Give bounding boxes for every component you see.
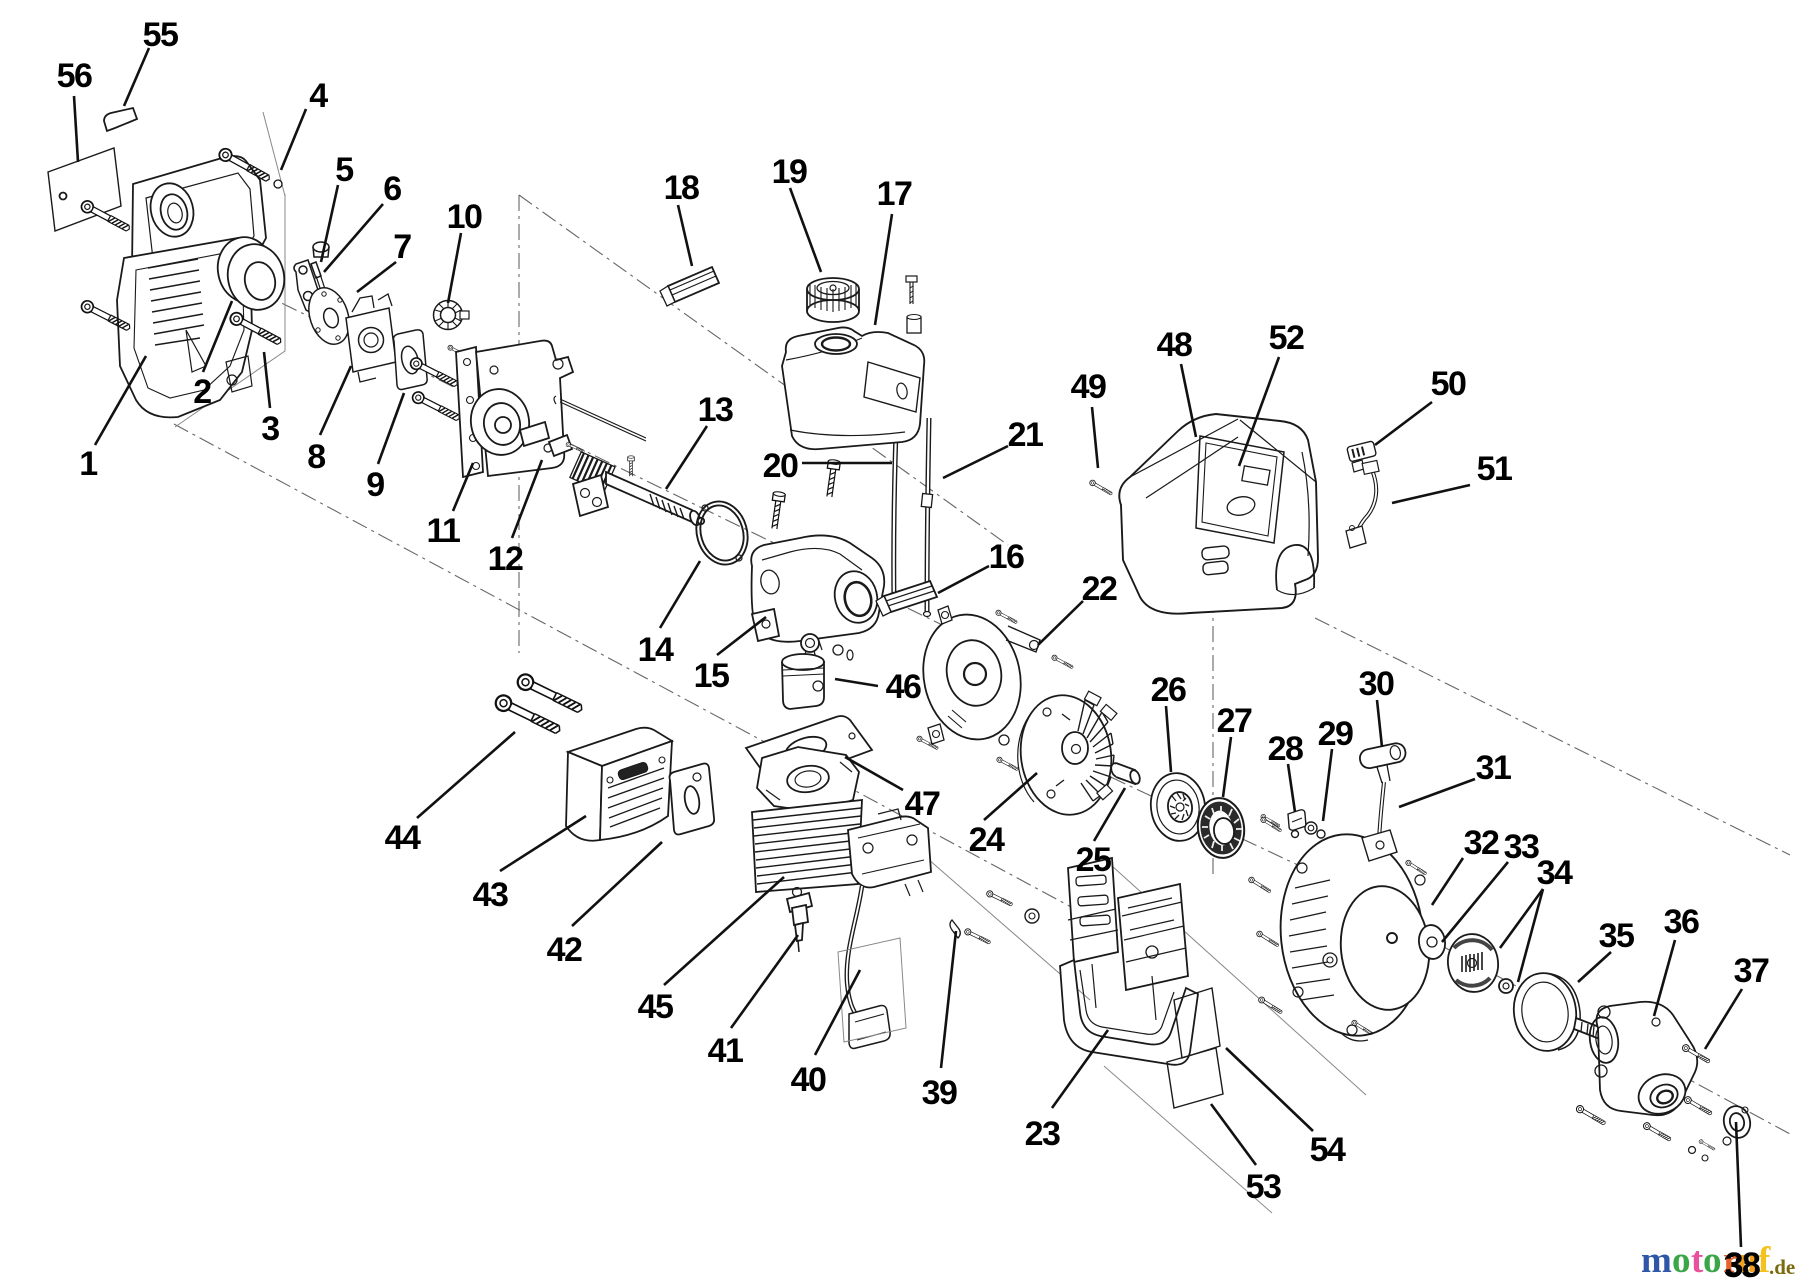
svg-text:14: 14 bbox=[638, 631, 674, 669]
svg-text:o: o bbox=[1672, 1240, 1691, 1281]
svg-text:21: 21 bbox=[1008, 416, 1043, 454]
svg-text:42: 42 bbox=[547, 931, 582, 969]
svg-text:28: 28 bbox=[1268, 730, 1303, 768]
svg-text:52: 52 bbox=[1269, 319, 1304, 357]
svg-text:48: 48 bbox=[1157, 326, 1192, 364]
svg-text:11: 11 bbox=[427, 512, 461, 550]
svg-text:49: 49 bbox=[1071, 368, 1106, 406]
svg-text:12: 12 bbox=[488, 540, 523, 578]
svg-text:8: 8 bbox=[307, 438, 325, 476]
svg-text:35: 35 bbox=[1599, 917, 1634, 955]
svg-text:1: 1 bbox=[79, 445, 97, 483]
svg-text:.de: .de bbox=[1769, 1255, 1795, 1279]
svg-text:24: 24 bbox=[969, 821, 1005, 859]
svg-text:f: f bbox=[1758, 1240, 1771, 1281]
svg-text:15: 15 bbox=[694, 657, 729, 695]
svg-text:23: 23 bbox=[1025, 1115, 1060, 1153]
svg-text:19: 19 bbox=[772, 153, 807, 191]
svg-text:34: 34 bbox=[1537, 854, 1573, 892]
svg-text:25: 25 bbox=[1076, 841, 1111, 879]
svg-text:3: 3 bbox=[261, 410, 279, 448]
svg-text:46: 46 bbox=[886, 668, 921, 706]
svg-text:50: 50 bbox=[1431, 365, 1466, 403]
svg-text:47: 47 bbox=[905, 785, 940, 823]
svg-text:26: 26 bbox=[1151, 671, 1186, 709]
svg-text:18: 18 bbox=[664, 169, 699, 207]
svg-text:10: 10 bbox=[447, 198, 482, 236]
svg-text:t: t bbox=[1691, 1240, 1704, 1281]
svg-text:u: u bbox=[1737, 1240, 1758, 1281]
svg-text:43: 43 bbox=[473, 876, 508, 914]
svg-text:29: 29 bbox=[1318, 715, 1353, 753]
svg-text:2: 2 bbox=[193, 373, 211, 411]
svg-text:44: 44 bbox=[385, 819, 421, 857]
svg-text:54: 54 bbox=[1310, 1131, 1346, 1169]
svg-text:30: 30 bbox=[1359, 665, 1394, 703]
svg-text:40: 40 bbox=[791, 1061, 826, 1099]
svg-text:16: 16 bbox=[989, 538, 1024, 576]
svg-text:53: 53 bbox=[1246, 1168, 1281, 1206]
svg-text:o: o bbox=[1703, 1240, 1722, 1281]
svg-text:38: 38 bbox=[1724, 1247, 1759, 1283]
svg-text:13: 13 bbox=[698, 391, 733, 429]
svg-text:4: 4 bbox=[309, 77, 328, 115]
svg-text:39: 39 bbox=[922, 1074, 957, 1112]
svg-text:56: 56 bbox=[57, 57, 92, 95]
svg-text:45: 45 bbox=[638, 988, 673, 1026]
svg-text:55: 55 bbox=[143, 16, 178, 54]
svg-text:36: 36 bbox=[1664, 903, 1699, 941]
svg-text:r: r bbox=[1723, 1240, 1739, 1281]
svg-text:20: 20 bbox=[763, 447, 798, 485]
svg-text:37: 37 bbox=[1734, 952, 1769, 990]
svg-text:41: 41 bbox=[708, 1032, 743, 1070]
svg-text:31: 31 bbox=[1476, 749, 1511, 787]
svg-text:27: 27 bbox=[1217, 702, 1252, 740]
svg-text:38: 38 bbox=[1725, 1246, 1760, 1283]
svg-text:5: 5 bbox=[335, 151, 353, 189]
svg-text:51: 51 bbox=[1477, 450, 1512, 488]
svg-text:m: m bbox=[1641, 1240, 1672, 1281]
svg-text:9: 9 bbox=[366, 466, 384, 504]
svg-text:17: 17 bbox=[877, 175, 912, 213]
svg-text:32: 32 bbox=[1464, 824, 1499, 862]
svg-text:22: 22 bbox=[1082, 570, 1117, 608]
svg-text:33: 33 bbox=[1504, 828, 1539, 866]
svg-text:7: 7 bbox=[393, 228, 411, 266]
svg-text:6: 6 bbox=[383, 170, 401, 208]
